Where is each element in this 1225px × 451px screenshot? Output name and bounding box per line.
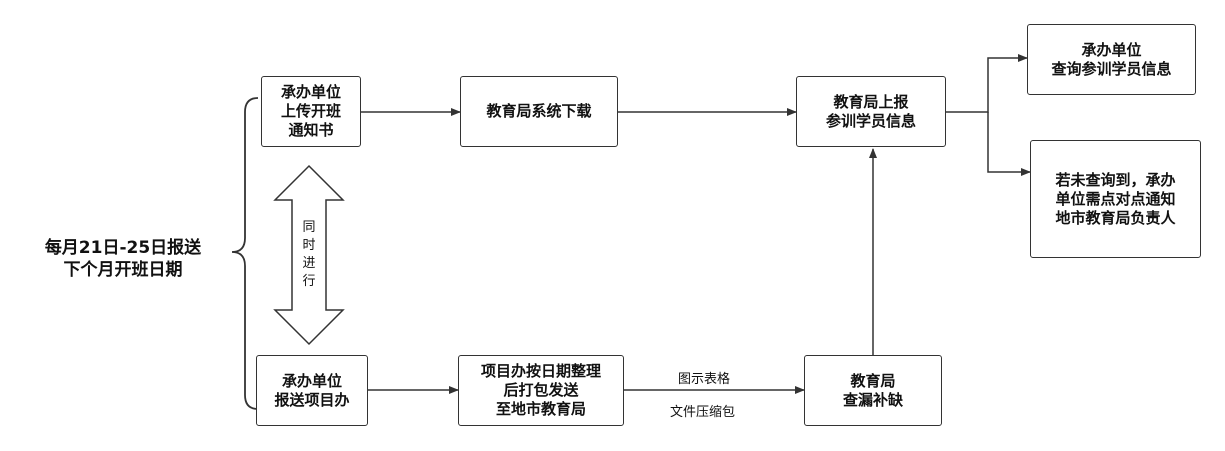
simultaneous-label: 同 时 进 行 <box>302 220 316 289</box>
arrow-report-to-query <box>946 54 1028 113</box>
edge-label-table: 图示表格 <box>678 372 731 387</box>
box-package-send: 项目办按日期整理 后打包发送 至地市教育局 <box>458 355 624 426</box>
box-not-found-notify: 若未查询到，承办 单位需点对点通知 地市教育局负责人 <box>1030 140 1201 258</box>
box-system-download: 教育局系统下载 <box>460 76 618 147</box>
box-submit-project-office: 承办单位 报送项目办 <box>256 355 368 426</box>
left-brace <box>231 97 259 410</box>
box-upload-notice: 承办单位 上传开班 通知书 <box>261 76 361 147</box>
box-query-trainees: 承办单位 查询参训学员信息 <box>1027 24 1196 95</box>
arrow-report-to-notfound <box>987 112 1031 176</box>
box-report-trainees: 教育局上报 参训学员信息 <box>796 76 946 147</box>
edge-label-zip: 文件压缩包 <box>670 405 736 420</box>
left-label: 每月21日-25日报送 下个月开班日期 <box>44 238 202 280</box>
box-check-gaps: 教育局 查漏补缺 <box>804 355 942 426</box>
double-arrow-icon <box>273 164 345 346</box>
